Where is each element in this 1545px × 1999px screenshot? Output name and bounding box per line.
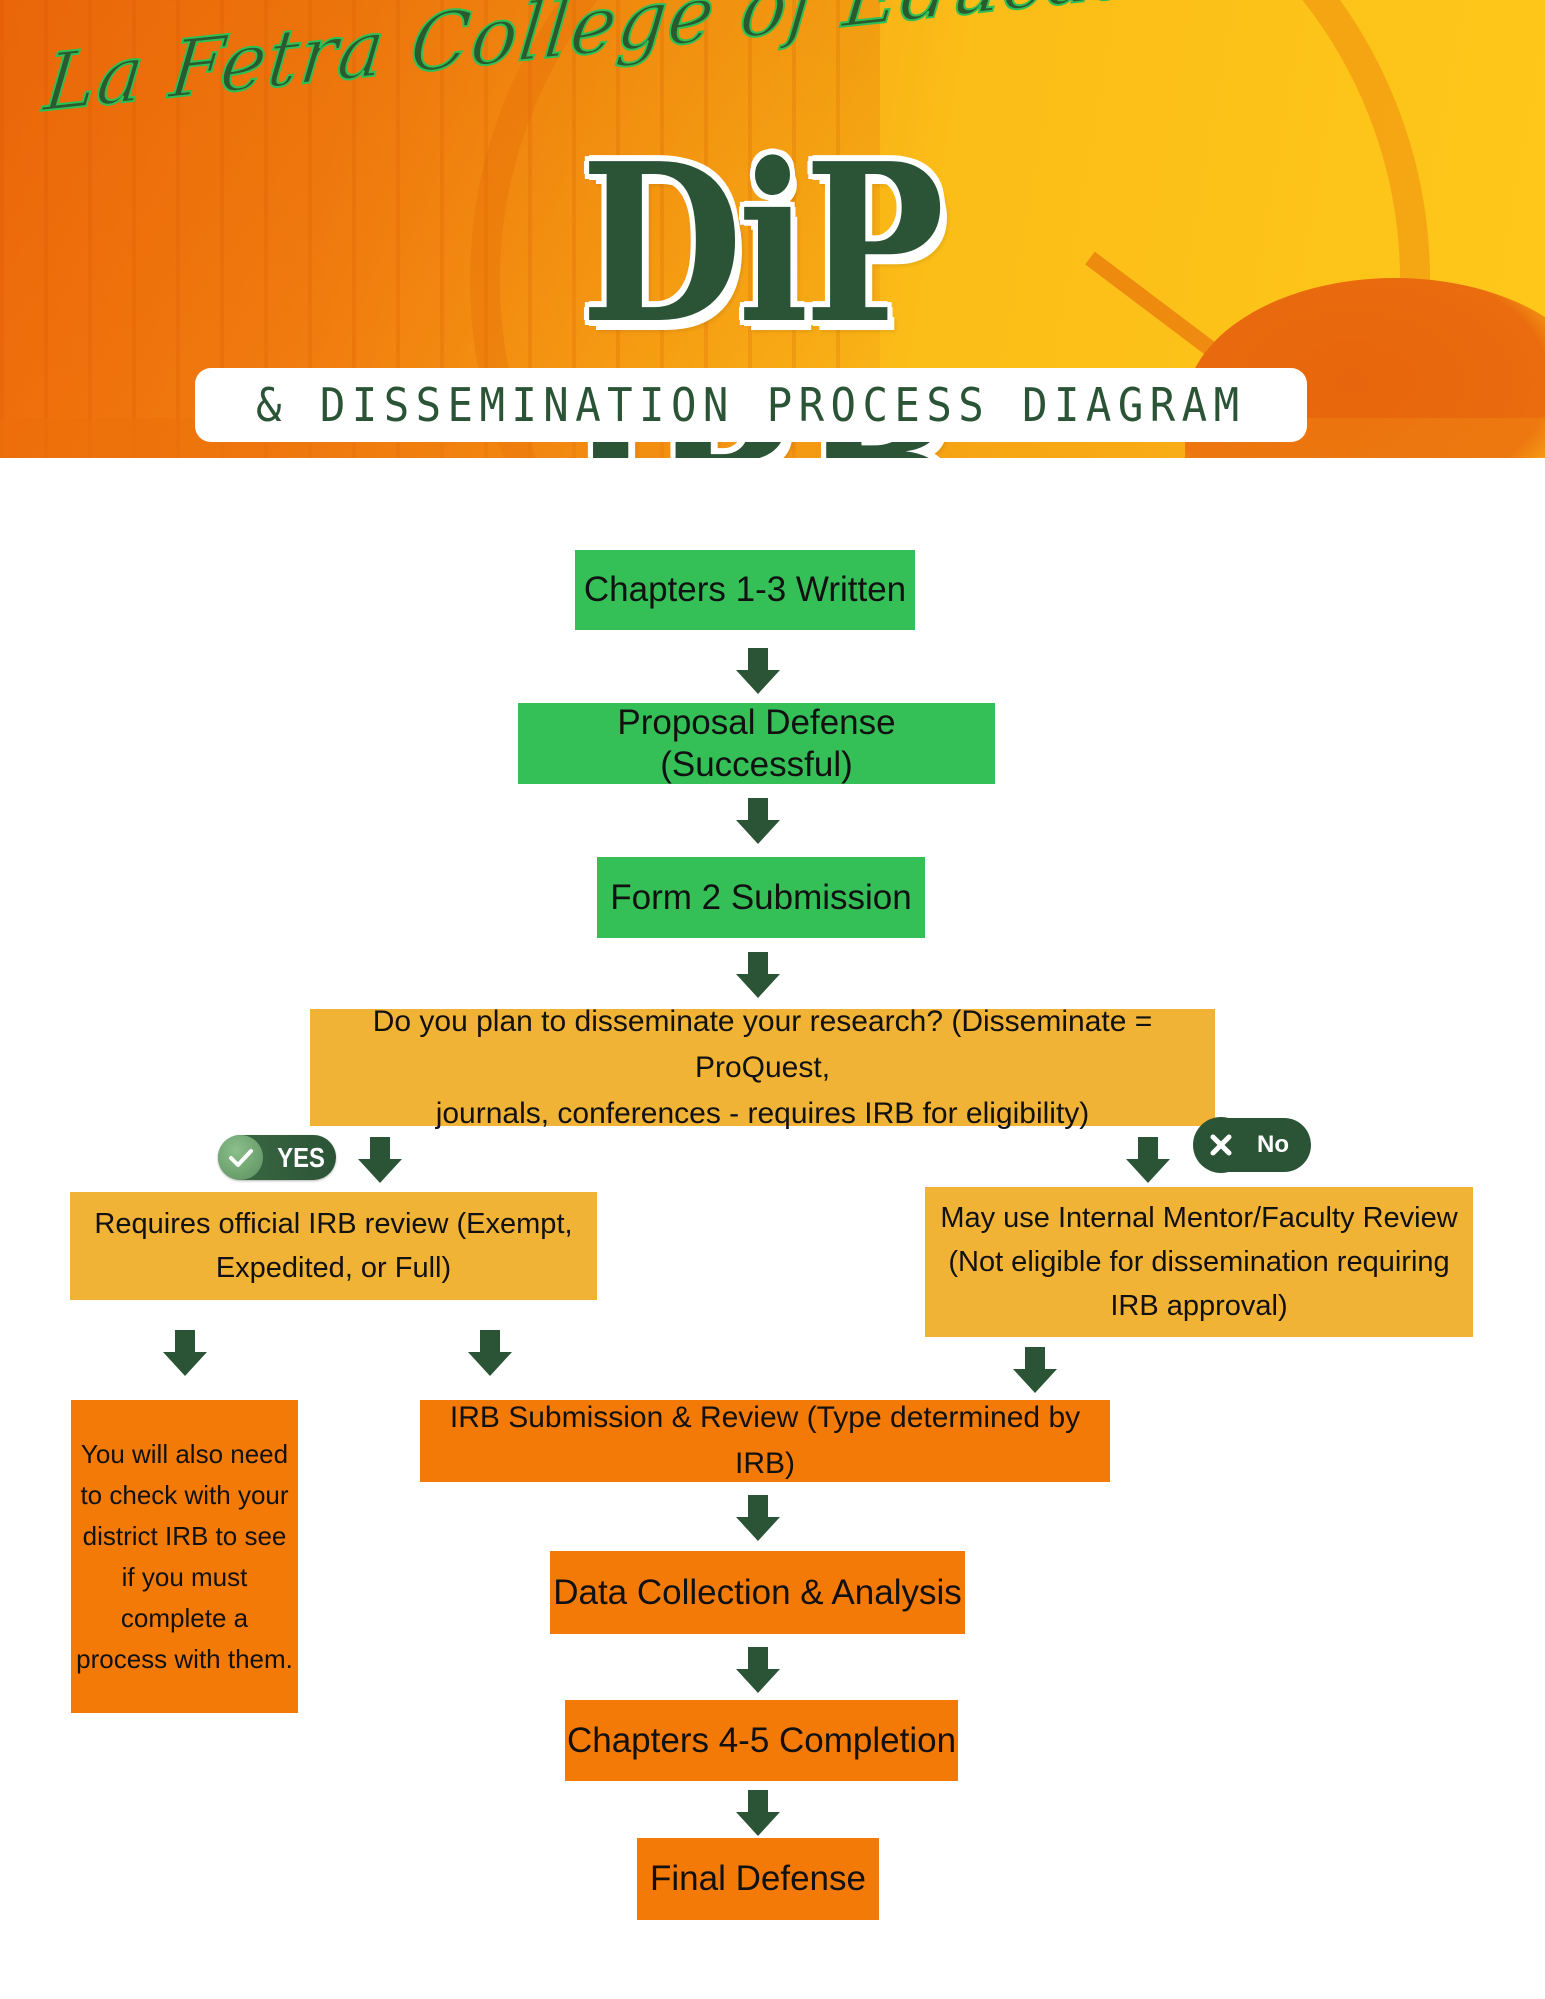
arrow-down-icon: [736, 648, 780, 694]
step-chapters-4-5: Chapters 4-5 Completion: [565, 1700, 958, 1781]
note-line: to check with your: [80, 1479, 289, 1510]
branch-line: Requires official IRB review (Exempt,: [94, 1208, 573, 1240]
note-line: complete a: [120, 1602, 249, 1633]
arrow-down-icon: [736, 952, 780, 998]
arrow-down-icon: [358, 1137, 402, 1183]
step-form-2: Form 2 Submission: [597, 857, 925, 938]
no-label: No: [1257, 1131, 1289, 1158]
branch-line: Expedited, or Full): [215, 1252, 452, 1284]
step-chapters-1-3: Chapters 1-3 Written: [575, 550, 915, 630]
step-label: Final Defense: [650, 1859, 866, 1898]
step-label: Form 2 Submission: [610, 877, 912, 917]
x-icon: [1193, 1117, 1249, 1173]
page-subtitle: & DISSEMINATION PROCESS DIAGRAM: [256, 378, 1246, 432]
arrow-down-icon: [1013, 1347, 1057, 1393]
check-icon: [218, 1135, 263, 1180]
arrow-down-icon: [163, 1330, 207, 1376]
arrow-down-icon: [1126, 1137, 1170, 1183]
decision-disseminate: Do you plan to disseminate your research…: [310, 1005, 1215, 1130]
arrow-down-icon: [736, 1647, 780, 1693]
note-line: if you must: [121, 1561, 248, 1592]
step-label: IRB Submission & Review (Type determined…: [449, 1401, 1081, 1480]
yes-badge: YES: [218, 1135, 336, 1180]
arrow-down-icon: [736, 1495, 780, 1541]
step-proposal-defense: Proposal Defense (Successful): [518, 703, 995, 784]
arrow-down-icon: [736, 1790, 780, 1836]
yes-label: YES: [277, 1141, 325, 1173]
branch-no-internal-review: May use Internal Mentor/Faculty Review (…: [925, 1187, 1473, 1337]
branch-line: (Not eligible for dissemination requirin…: [948, 1246, 1450, 1278]
note-line: district IRB to see: [82, 1520, 287, 1551]
step-label: Data Collection & Analysis: [553, 1572, 962, 1612]
step-label: Chapters 1-3 Written: [583, 570, 907, 609]
note-line: You will also need: [80, 1438, 289, 1469]
step-data-collection: Data Collection & Analysis: [550, 1551, 965, 1634]
note-line: process with them.: [76, 1643, 293, 1674]
branch-yes-official-irb: Requires official IRB review (Exempt, Ex…: [70, 1192, 597, 1300]
decision-line-1: Do you plan to disseminate your research…: [372, 1004, 1153, 1084]
no-badge: No: [1193, 1117, 1311, 1173]
branch-line: May use Internal Mentor/Faculty Review: [940, 1202, 1458, 1234]
district-irb-note: You will also need to check with your di…: [71, 1400, 298, 1713]
arrow-down-icon: [736, 798, 780, 844]
arrow-down-icon: [468, 1330, 512, 1376]
subtitle-pill: & DISSEMINATION PROCESS DIAGRAM: [195, 368, 1307, 442]
step-final-defense: Final Defense: [637, 1838, 879, 1920]
decision-line-2: journals, conferences - requires IRB for…: [435, 1096, 1090, 1130]
branch-line: IRB approval): [1110, 1290, 1288, 1322]
step-label: Chapters 4-5 Completion: [566, 1720, 957, 1760]
step-irb-submission: IRB Submission & Review (Type determined…: [420, 1400, 1110, 1482]
header-banner: La Fetra College of Education DiP IRB & …: [0, 0, 1545, 458]
step-label: Proposal Defense (Successful): [617, 702, 896, 784]
